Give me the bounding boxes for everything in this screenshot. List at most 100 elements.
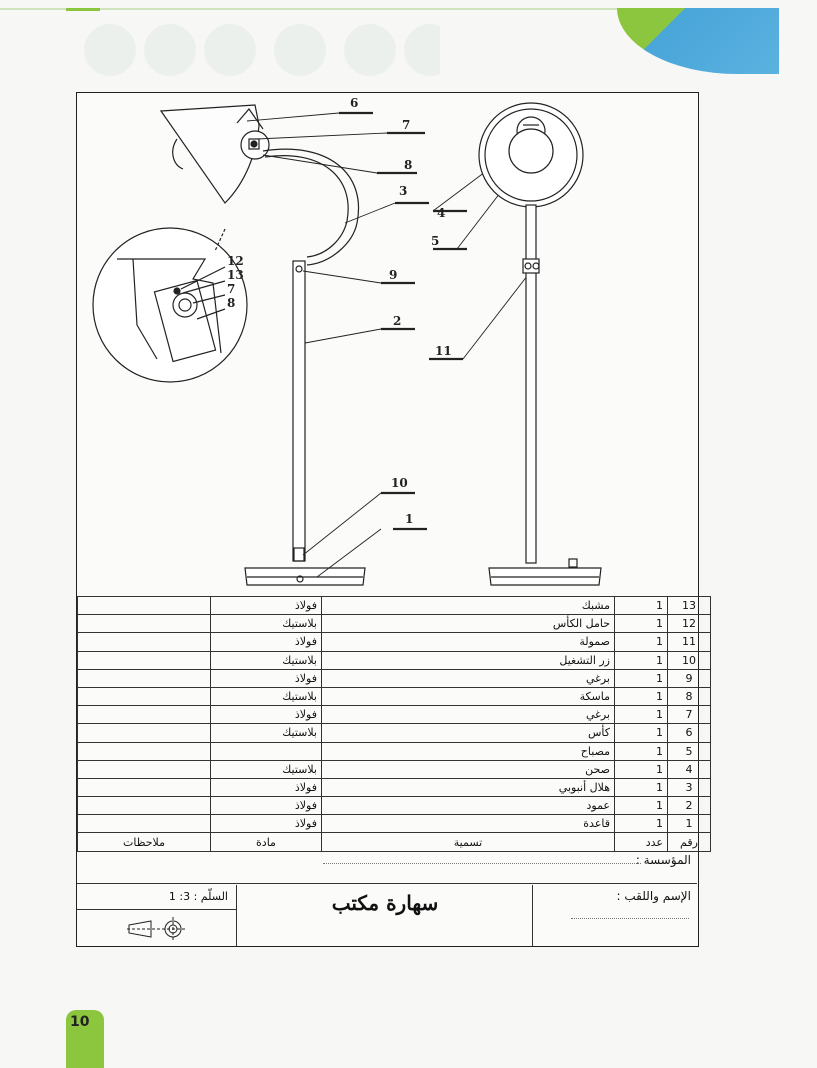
page-number: 10 [70,1014,90,1030]
callout-2: 2 [393,314,401,328]
student-name-field[interactable] [571,918,689,919]
num-cell: 12 [667,614,711,634]
name-cell: مصباح [321,741,615,761]
table-row: مصباح 1 5 [77,741,711,761]
callout-6: 6 [350,96,358,110]
detail-callout-12: 12 [227,254,244,268]
callout-8: 8 [404,158,412,172]
callout-10: 10 [391,476,408,490]
material-cell: بلاستيك [210,614,322,634]
material-cell: فولاذ [210,632,322,652]
qty-cell: 1 [614,741,668,761]
table-row: فولاذ عمود 1 2 [77,796,711,816]
scale-label: السلّم : 3: 1 [168,890,228,903]
student-name-label: الإسم واللقب : [616,889,691,903]
drawing-title: سهارة مكتب [331,891,439,915]
notes-cell [77,759,211,779]
material-cell: فولاذ [210,595,322,616]
table-row: فولاذ قاعدة 1 1 [77,814,711,834]
num-cell: 13 [667,595,711,616]
header-material: مادة [210,832,322,852]
scale-divider [77,909,237,910]
name-cell: كأس [321,723,615,743]
material-cell: فولاذ [210,796,322,816]
callout-3: 3 [399,184,407,198]
qty-cell: 1 [614,777,668,798]
table-header-row: ملاحظات مادة تسمية عدد رقم [77,832,711,852]
notes-cell [77,686,211,707]
callout-5: 5 [431,234,439,248]
institution-field[interactable] [323,863,641,864]
table-row: بلاستيك صحن 1 4 [77,759,711,779]
name-cell: صحن [321,759,615,779]
lamp-drawing: 12 13 7 8 [92,96,602,586]
qty-cell: 1 [614,723,668,743]
page-number-tab: 10 [66,1010,104,1068]
qty-cell: 1 [614,632,668,652]
table-row: فولاذ برغي 1 7 [77,705,711,725]
name-cell: ماسكة [321,686,615,707]
num-cell: 1 [667,814,711,834]
material-cell: بلاستيك [210,759,322,779]
projection-symbol-icon [127,917,187,941]
top-accent [66,8,100,11]
table-row: بلاستيك حامل الكأس 1 12 [77,614,711,634]
header-name: تسمية [321,832,615,852]
notes-cell [77,632,211,652]
qty-cell: 1 [614,614,668,634]
material-cell: بلاستيك [210,686,322,707]
notes-cell [77,595,211,616]
material-cell: بلاستيك [210,650,322,670]
name-cell: هلال أنبوبي [321,777,615,798]
num-cell: 8 [667,686,711,707]
callout-9: 9 [389,268,397,282]
num-cell: 11 [667,632,711,652]
num-cell: 3 [667,777,711,798]
name-cell: برغي [321,668,615,688]
header-notes: ملاحظات [77,832,211,852]
name-cell: حامل الكأس [321,614,615,634]
num-cell: 2 [667,796,711,816]
num-cell: 4 [667,759,711,779]
qty-cell: 1 [614,595,668,616]
notes-cell [77,741,211,761]
table-row: فولاذ مشبك 1 13 [77,595,711,616]
table-row: فولاذ صمولة 1 11 [77,632,711,652]
material-cell: فولاذ [210,814,322,834]
callout-underlines [339,111,467,531]
base-right [488,558,602,586]
technical-drawing-sheet: 12 13 7 8 [76,92,711,947]
detail-callout-8: 8 [227,296,235,310]
name-cell: عمود [321,796,615,816]
qty-cell: 1 [614,705,668,725]
notes-cell [77,796,211,816]
corner-decoration [617,8,779,74]
callout-11: 11 [435,344,452,358]
base-left [244,567,366,586]
institution-label: المؤسسة : [635,853,691,867]
num-cell: 9 [667,668,711,688]
name-cell: مشبك [321,595,615,616]
name-cell: برغي [321,705,615,725]
parts-list-table: فولاذ مشبك 1 13 بلاستيك حامل الكأس 1 12 … [77,595,711,852]
qty-cell: 1 [614,759,668,779]
material-cell: فولاذ [210,777,322,798]
material-cell: فولاذ [210,705,322,725]
detail-callout-13: 13 [227,268,244,282]
qty-cell: 1 [614,668,668,688]
detail-view [92,227,248,383]
header-qty: عدد [614,832,668,852]
top-rule [0,8,620,10]
notes-cell [77,777,211,798]
faded-header-decoration [84,24,440,76]
material-cell: بلاستيك [210,723,322,743]
table-row: فولاذ برغي 1 9 [77,668,711,688]
lamp-shade-front [478,102,584,208]
vertical-column [292,260,306,562]
title-block: السلّم : 3: 1 سهارة مكتب الإسم واللقب : [77,885,697,946]
qty-cell: 1 [614,686,668,707]
notes-cell [77,723,211,743]
leader-lines [246,112,532,578]
detail-callout-7: 7 [227,282,235,296]
drawing-title-cell: سهارة مكتب [237,885,533,946]
